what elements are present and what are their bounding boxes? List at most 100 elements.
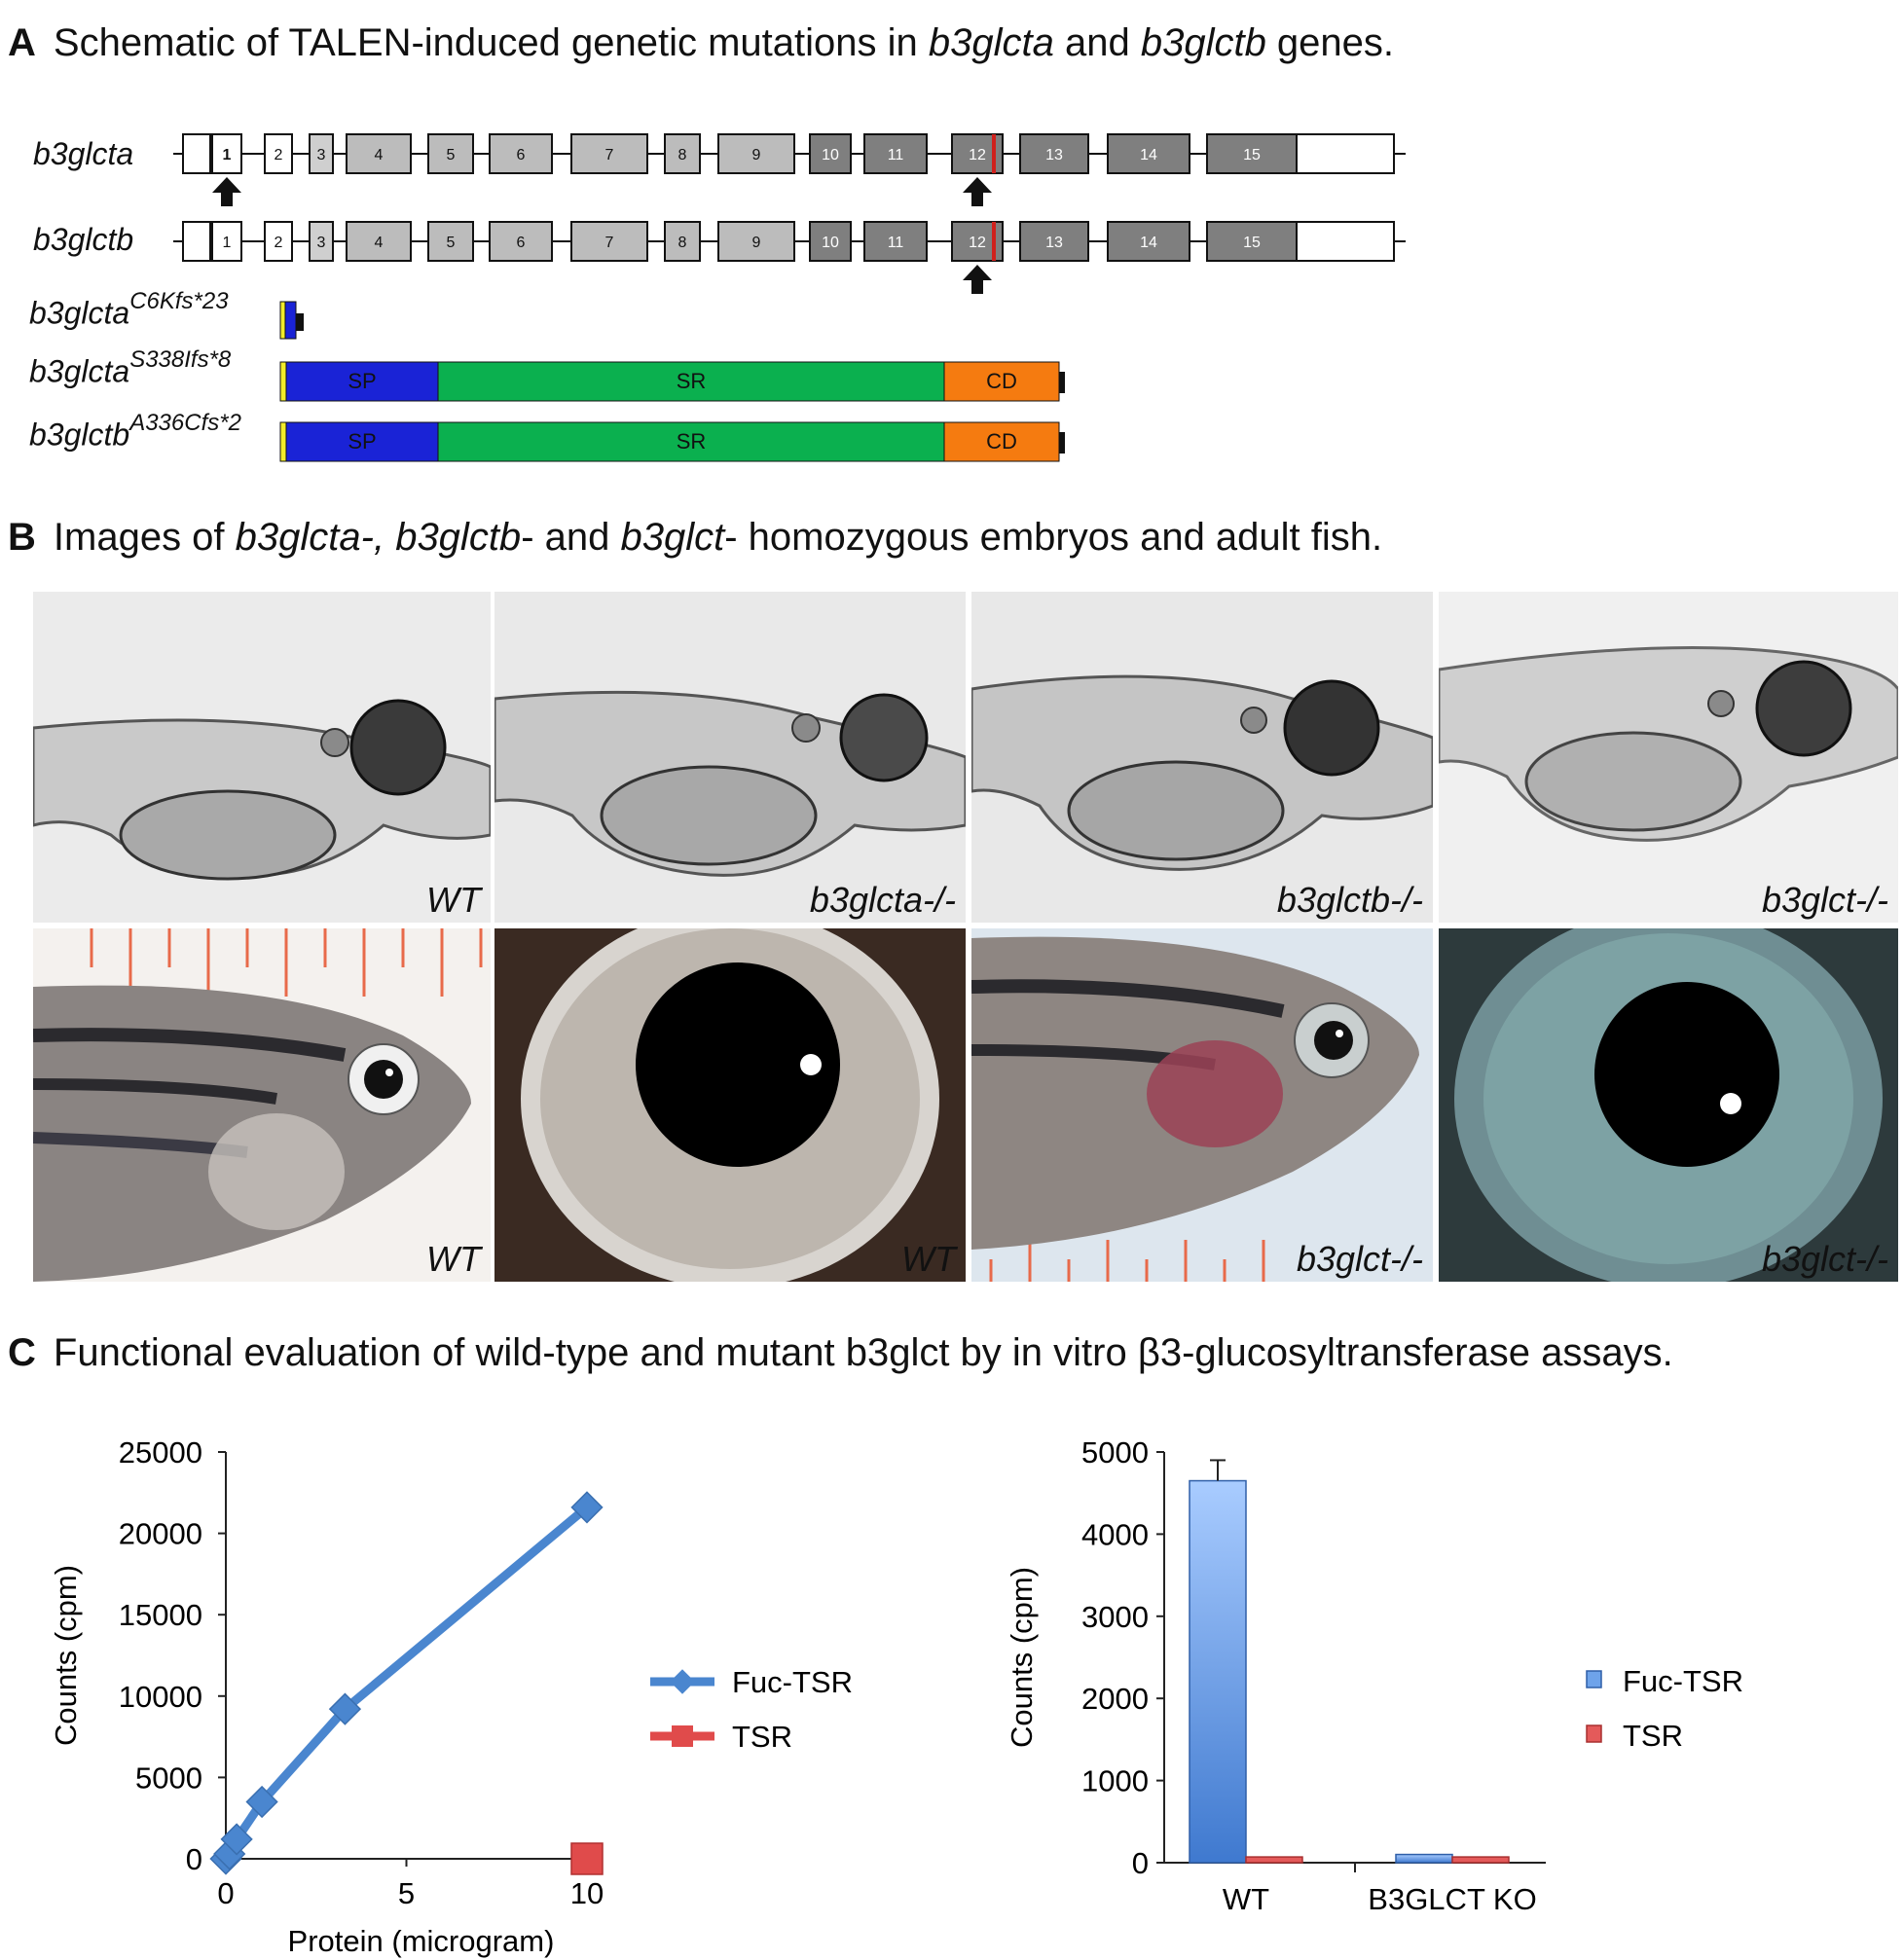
legend-marker-fuc-tsr: [670, 1669, 695, 1694]
photo-caption: WT: [426, 880, 481, 920]
photo-caption: b3glctb-/-: [1276, 880, 1423, 920]
legend-label-fuc-tsr: Fuc-TSR: [1623, 1664, 1743, 1698]
exon-box: [664, 133, 701, 174]
exon-number: 12: [969, 235, 986, 251]
x-tick-label: B3GLCT KO: [1368, 1882, 1536, 1916]
exon-box: [309, 133, 334, 174]
x-axis-label: Protein (microgram): [288, 1924, 555, 1958]
protein-truncated-c6kfs: [279, 301, 304, 340]
gene-label-b3glctb: b3glctb: [33, 222, 134, 257]
x-tick-label: 0: [217, 1876, 234, 1910]
exon-box: [489, 221, 553, 262]
embryo-photo-wt: WT: [33, 592, 491, 923]
exon-box: [809, 133, 852, 174]
exon-number: 2: [275, 235, 283, 251]
legend-label-fuc-tsr: Fuc-TSR: [732, 1665, 853, 1699]
y-tick-label: 25000: [119, 1435, 202, 1470]
exon-number: 8: [678, 235, 687, 251]
domain-label: SP: [348, 369, 376, 393]
exon-box: [427, 221, 474, 262]
frameshift-tail: [1059, 432, 1065, 454]
exon-number: 11: [888, 147, 904, 163]
panel-letter: C: [8, 1331, 36, 1374]
exon-box: [809, 221, 852, 262]
legend-label-tsr: TSR: [732, 1720, 792, 1754]
exon-box: [1019, 133, 1089, 174]
exon-box: [1019, 221, 1089, 262]
exon-number: 10: [822, 235, 839, 251]
signal-peptide: [279, 421, 287, 462]
exon-number: 5: [447, 147, 456, 163]
adult-fish-illustration: [971, 928, 1433, 1282]
exon-box: [427, 133, 474, 174]
chart-legend: Fuc-TSR TSR: [650, 1665, 853, 1754]
exon-box: [570, 221, 648, 262]
embryo-illustration: [33, 592, 491, 923]
exon-number: 11: [888, 235, 904, 251]
bar-fuc-tsr: [1395, 1853, 1453, 1864]
y-tick-label: 3000: [1081, 1600, 1149, 1634]
data-point-fuc-tsr: [570, 1491, 604, 1524]
bar-fuc-tsr: [1189, 1479, 1247, 1864]
legend-marker-fuc-tsr: [1586, 1670, 1602, 1688]
y-tick-label: 20000: [119, 1517, 202, 1551]
exon-box: [489, 133, 553, 174]
talen-site-arrows: [212, 177, 992, 294]
exon-box: [570, 133, 648, 174]
exon-number: 7: [605, 235, 614, 251]
y-tick-label: 2000: [1081, 1682, 1149, 1716]
talen-arrow-icon: [212, 177, 241, 206]
y-tick-label: 10000: [119, 1680, 202, 1714]
exon-number: 14: [1140, 235, 1157, 251]
exon-number: 6: [517, 235, 526, 251]
photo-caption: b3glct-/-: [1761, 880, 1888, 920]
panel-letter: B: [8, 516, 36, 559]
y-tick-label: 0: [186, 1842, 202, 1876]
exon-number: 1: [223, 235, 232, 251]
series-line-fuc-tsr: [221, 1503, 592, 1864]
domain-sp: [285, 361, 439, 402]
exon-box: [264, 221, 293, 262]
embryo-photo-b3glct: b3glct-/-: [1439, 592, 1898, 923]
adult-photo-mutant-head: b3glct-/-: [971, 928, 1433, 1282]
talen-arrow-icon: [963, 177, 992, 206]
exon-number: 3: [317, 147, 326, 163]
signal-peptide: [279, 301, 286, 340]
eye-closeup-illustration: [494, 928, 966, 1282]
embryo-illustration: [971, 592, 1433, 923]
y-tick-label: 0: [1132, 1846, 1149, 1880]
photo-caption: WT: [901, 1239, 956, 1279]
adult-photo-wt-head: WT: [33, 928, 491, 1282]
exon-number: 15: [1243, 147, 1261, 163]
exon-number: 6: [517, 147, 526, 163]
exon-number: 3: [317, 235, 326, 251]
exon-box: [1206, 221, 1298, 262]
data-point-tsr: [570, 1842, 604, 1875]
data-point-fuc-tsr: [220, 1823, 253, 1856]
x-tick-label: 10: [570, 1876, 604, 1910]
exon-number: 8: [678, 147, 687, 163]
data-point-fuc-tsr: [328, 1692, 362, 1725]
adult-photo-mutant-eye: b3glct-/-: [1439, 928, 1898, 1282]
exon-box: [717, 133, 795, 174]
y-tick-label: 5000: [135, 1760, 202, 1795]
gene-label-b3glcta: b3glcta: [33, 136, 134, 171]
bar-tsr: [1451, 1856, 1510, 1864]
domain-sr: [437, 421, 945, 462]
exon-number: 5: [447, 235, 456, 251]
exon-box: [863, 221, 928, 262]
y-tick-label: 1000: [1081, 1764, 1149, 1798]
adult-fish-illustration: [33, 928, 491, 1282]
exon-number: 7: [605, 147, 614, 163]
utr-5prime: [182, 133, 211, 174]
exon-number: 9: [752, 147, 761, 163]
